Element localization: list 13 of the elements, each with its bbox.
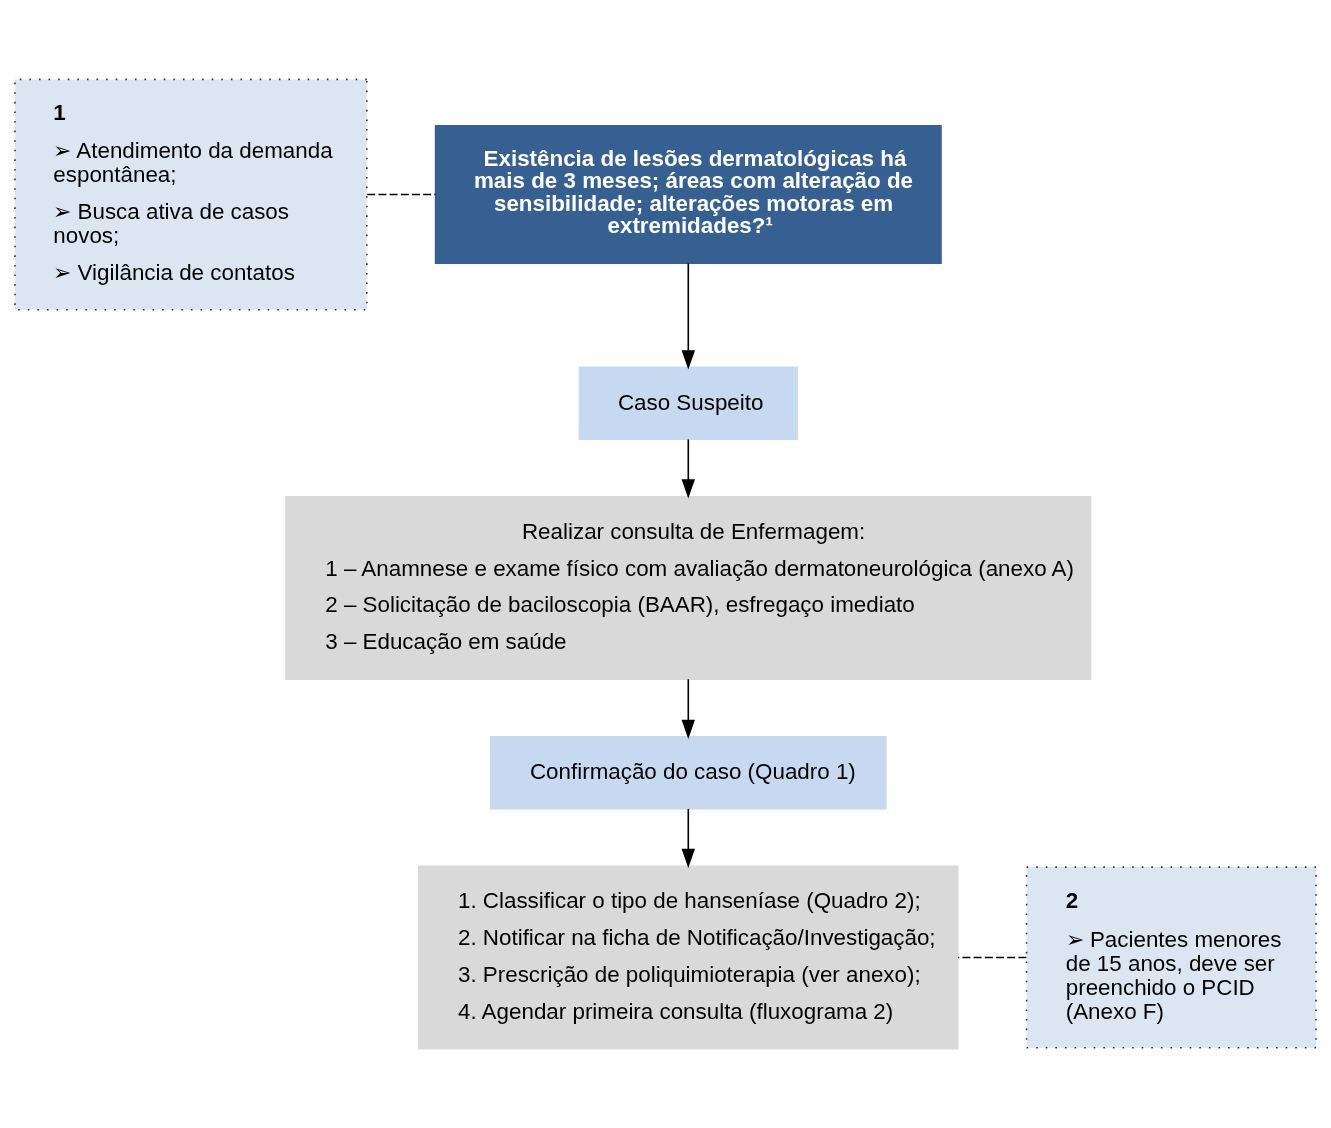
node-box: Confirmação do caso (Quadro 1) — [489, 735, 887, 810]
arrow — [681, 262, 695, 370]
arrow — [681, 808, 695, 868]
node-box: 2 ➢ Pacientes menores de 15 anos, deve ser preenchido o PCID (Anexo F) — [1025, 866, 1317, 1049]
node-box: 1 ➢ Atendimento da demanda espontânea; ➢ Busca ativa de casos novos; ➢ Vigilância de contatos — [14, 78, 368, 311]
arrow — [681, 438, 695, 499]
connector — [366, 193, 437, 196]
node-box: Existência de lesões dermatológicas há mais de 3 meses; áreas com alteração de sensibilidade; alterações motoras em extremidades?¹ — [434, 125, 942, 265]
node-box: Caso Suspeito — [578, 366, 798, 441]
arrow — [681, 678, 695, 739]
connector — [957, 956, 1028, 959]
node-box: Realizar consulta de Enfermagem: 1 – Anamnese e exame físico com avaliação dermatoneurológica (anexo A) 2 – Solicitação de baciloscopia (BAAR), esfregaço imediato 3 – Educação em saúde — [285, 496, 1092, 680]
node-box: 1. Classificar o tipo de hanseníase (Quadro 2); 2. Notificar na ficha de Notificação/Investigação; 3. Prescrição de poliquimioterapia (ver anexo); 4. Agendar primeira consulta (fluxograma 2) — [418, 865, 959, 1050]
